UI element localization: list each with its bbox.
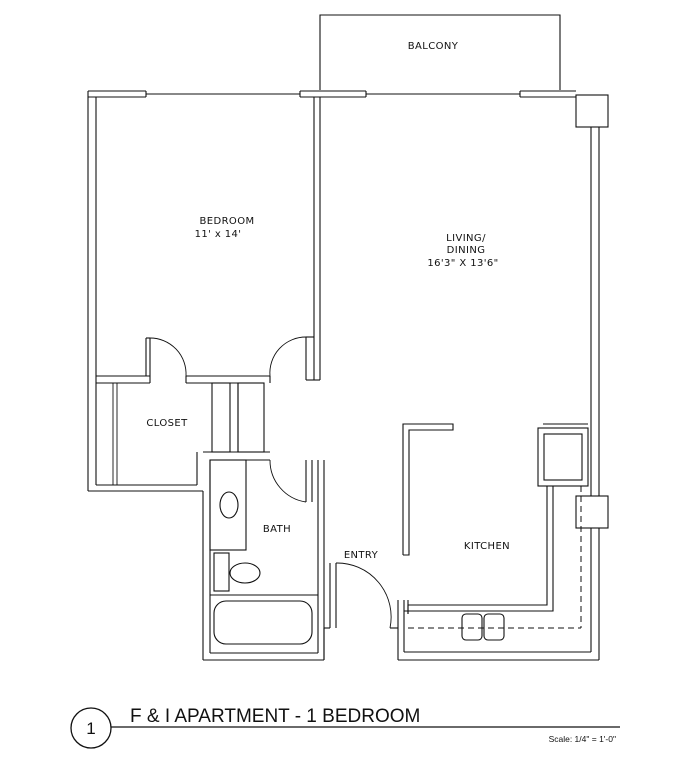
sink-basin-right (483, 613, 505, 641)
title-block: 1 F & I APARTMENT - 1 BEDROOM Scale: 1/4… (70, 706, 620, 749)
living-label-line1: LIVING/ (446, 233, 486, 244)
kitchen-counters (402, 423, 589, 641)
entry (323, 562, 599, 661)
balcony (319, 14, 561, 90)
exterior-left-wall (87, 91, 204, 660)
bath-fixtures (209, 459, 313, 645)
entry-label: ENTRY (344, 550, 379, 561)
bath-door (269, 459, 313, 503)
bedroom-size: 11' x 14' (195, 229, 242, 240)
toilet-bowl (229, 562, 261, 584)
drawing-title: F & I APARTMENT - 1 BEDROOM (130, 706, 420, 727)
toilet-tank (213, 552, 230, 592)
bedroom-partition (305, 97, 321, 381)
bathtub (213, 600, 313, 645)
bath-label: BATH (263, 524, 291, 535)
structural-columns (575, 94, 609, 529)
sink-basin-left (461, 613, 483, 641)
bath-walls (203, 451, 325, 661)
exterior-right-wall (590, 127, 600, 660)
living-label-line2: DINING (447, 245, 486, 256)
scale-note: Scale: 1/4" = 1'-0" (549, 734, 616, 744)
sink (219, 491, 239, 519)
drawing-number-circle (70, 707, 112, 749)
bedroom-door (269, 336, 307, 377)
drawing-number: 1 (86, 719, 95, 738)
kitchen-label: KITCHEN (464, 541, 510, 552)
closet-walls (96, 337, 271, 485)
refrigerator (537, 427, 589, 487)
closet-label: CLOSET (146, 418, 188, 429)
balcony-label: BALCONY (408, 41, 459, 52)
living-size: 16'3" X 13'6" (427, 258, 498, 269)
exterior-top-wall (88, 90, 576, 98)
closet-door (149, 337, 187, 377)
bedroom-label: BEDROOM (200, 216, 255, 227)
